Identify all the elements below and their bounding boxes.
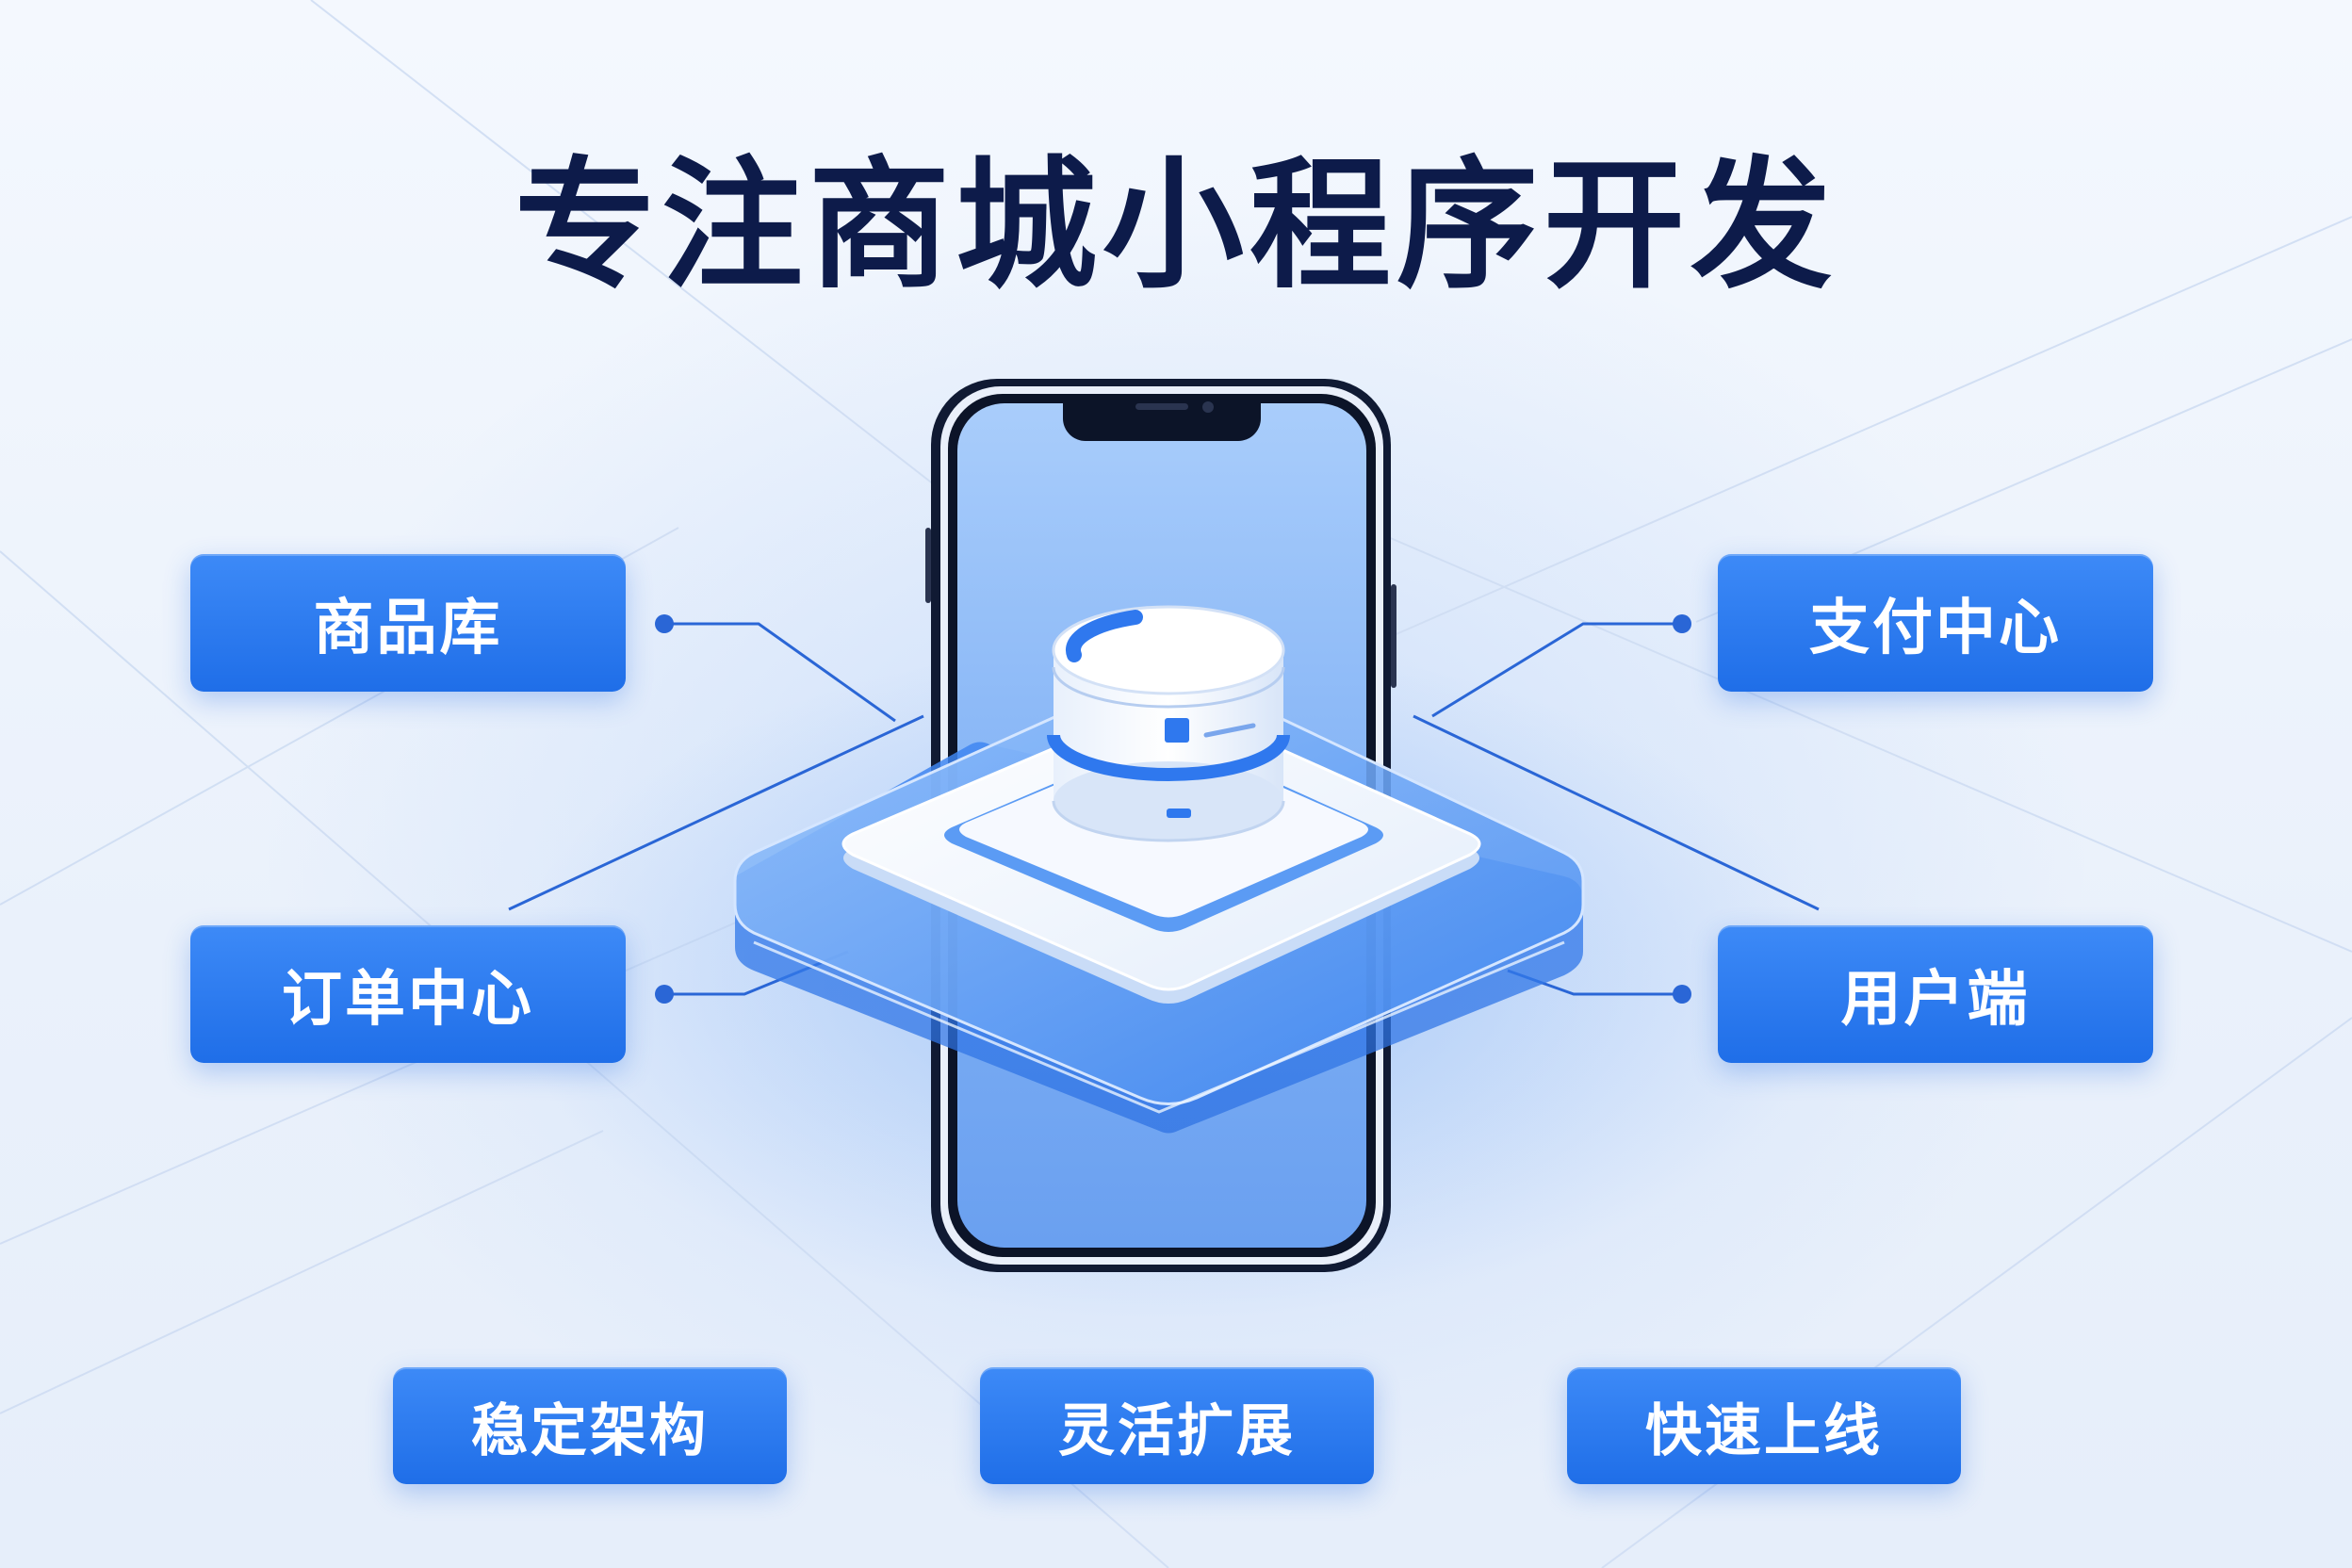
database-icon — [1047, 605, 1290, 842]
module-payment-center[interactable]: 支付中心 — [1718, 554, 2153, 692]
module-order-center[interactable]: 订单中心 — [190, 925, 626, 1063]
module-user-client[interactable]: 用户端 — [1718, 925, 2153, 1063]
feature-fast-launch[interactable]: 快速上线 — [1567, 1367, 1961, 1484]
module-product-library[interactable]: 商品库 — [190, 554, 626, 692]
feature-flexible-extension[interactable]: 灵活扩展 — [980, 1367, 1374, 1484]
connector-dots — [655, 614, 1691, 1004]
feature-stable-architecture[interactable]: 稳定架构 — [393, 1367, 787, 1484]
page-title: 专注商城小程序开发 — [514, 144, 1838, 308]
